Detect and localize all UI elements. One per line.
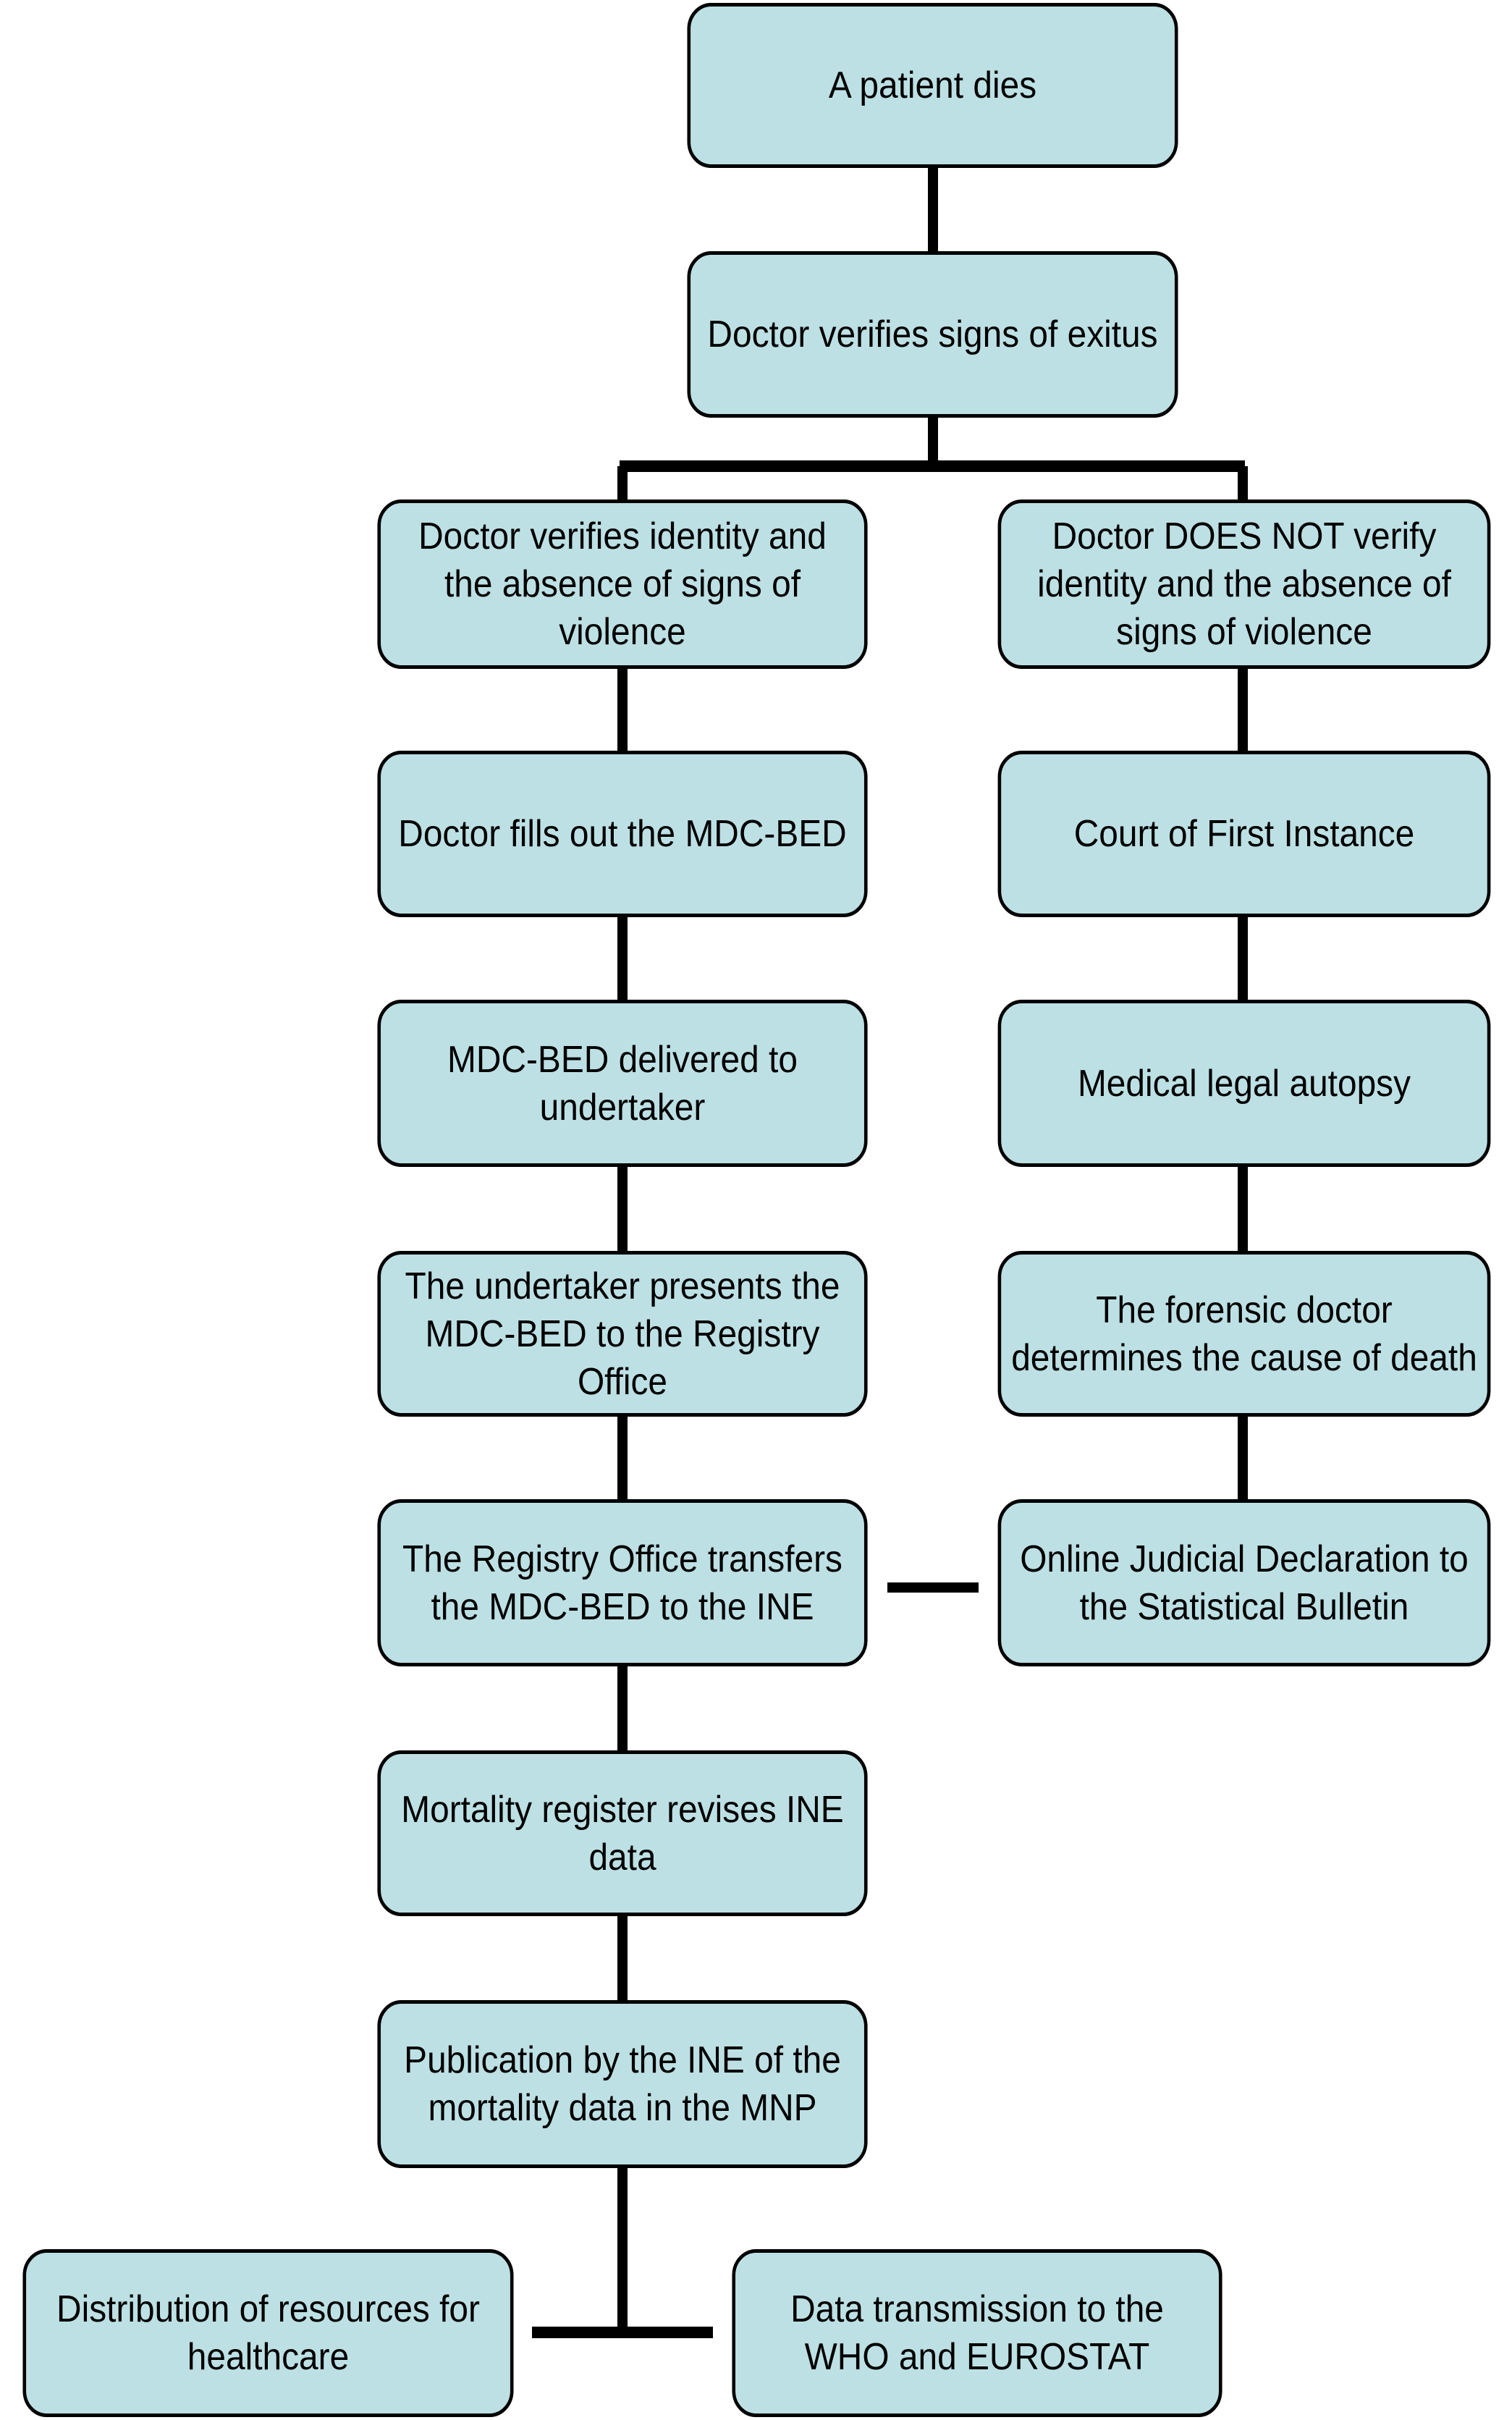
node-mortality-register: Mortality register revises INE data: [377, 1750, 868, 1916]
node-not-verify-identity: Doctor DOES NOT verify identity and the …: [997, 499, 1491, 669]
node-delivered-undertaker: MDC-BED delivered to undertaker: [377, 1000, 868, 1167]
node-transmission: Data transmission to the WHO and EUROSTA…: [732, 2249, 1222, 2417]
node-court: Court of First Instance: [997, 751, 1491, 917]
node-online-declaration: Online Judicial Declaration to the Stati…: [997, 1499, 1491, 1666]
node-publication: Publication by the INE of the mortality …: [377, 2000, 868, 2168]
node-distribution: Distribution of resources for healthcare: [22, 2249, 514, 2417]
node-undertaker-presents: The undertaker presents the MDC-BED to t…: [377, 1251, 868, 1417]
node-verify-exitus: Doctor verifies signs of exitus: [687, 251, 1178, 418]
node-fills-mdc-bed: Doctor fills out the MDC-BED: [377, 751, 868, 917]
node-verifies-identity: Doctor verifies identity and the absence…: [377, 499, 868, 669]
node-registry-transfers: The Registry Office transfers the MDC-BE…: [377, 1499, 868, 1666]
node-start: A patient dies: [687, 3, 1178, 168]
node-forensic-cause: The forensic doctor determines the cause…: [997, 1251, 1491, 1417]
node-autopsy: Medical legal autopsy: [997, 1000, 1491, 1167]
